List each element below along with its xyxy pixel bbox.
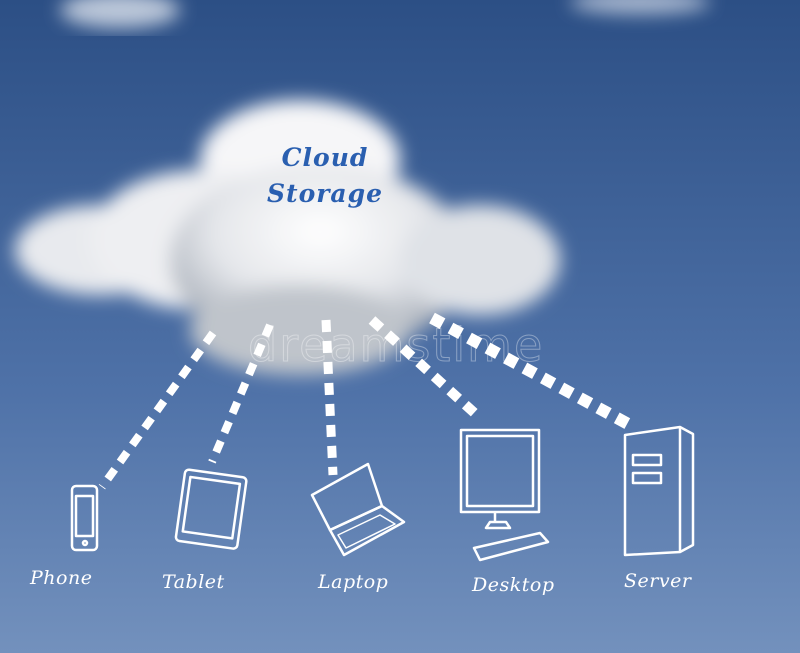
label-server: Server xyxy=(624,570,692,592)
label-laptop: Laptop xyxy=(318,571,389,593)
watermark: dreamstime xyxy=(247,318,545,373)
label-desktop: Desktop xyxy=(472,574,555,596)
small-clouds xyxy=(60,0,710,28)
connection-lines xyxy=(98,312,633,490)
laptop-icon xyxy=(310,462,406,557)
server-icon xyxy=(623,425,695,557)
cloud-shape xyxy=(15,100,560,375)
title-line-1: Cloud xyxy=(281,143,369,172)
cloud-storage-title: Cloud Storage xyxy=(230,140,420,212)
label-tablet: Tablet xyxy=(162,571,225,593)
desktop-icon xyxy=(459,428,550,562)
label-phone: Phone xyxy=(30,567,93,589)
title-line-2: Storage xyxy=(266,179,384,208)
tablet-icon xyxy=(174,468,248,550)
phone-icon xyxy=(70,484,99,552)
